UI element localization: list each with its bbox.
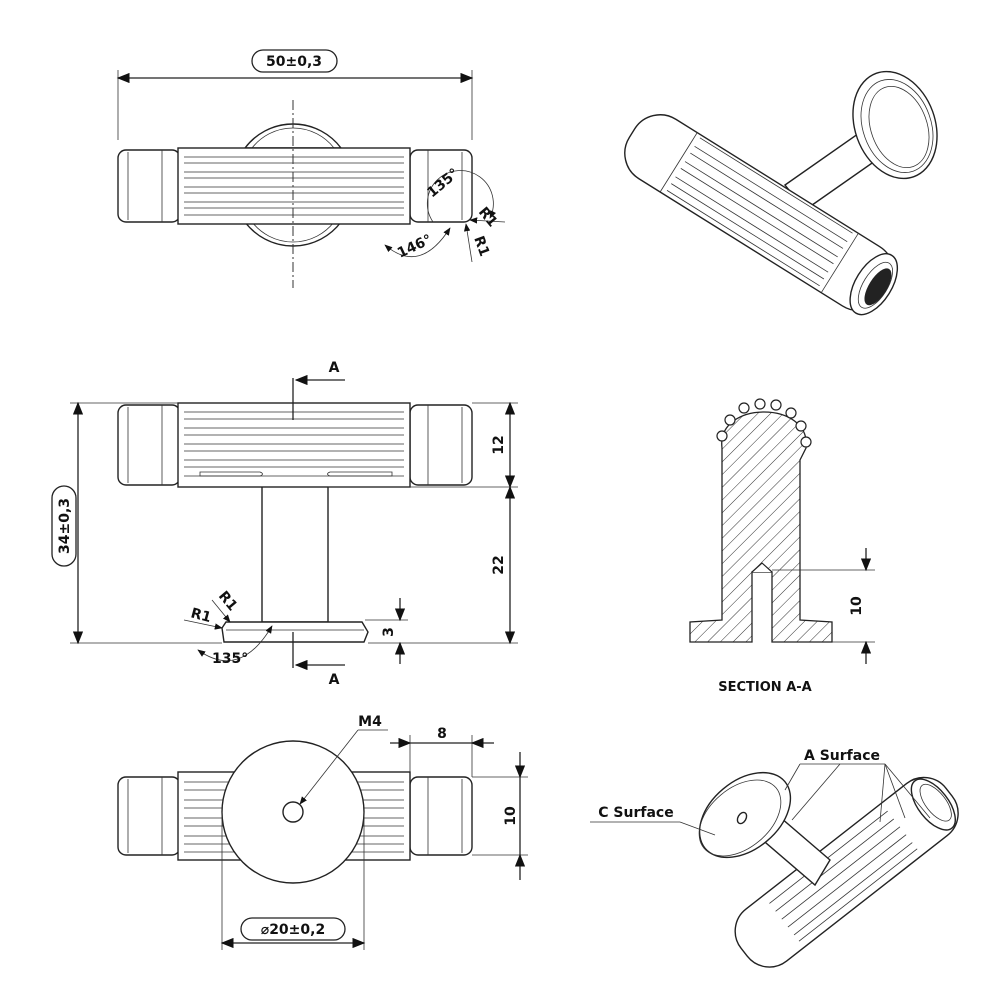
section-mark-bottom: A [329,672,340,688]
radius-r1-c: R1 [215,588,240,614]
section-mark-top: A [329,360,340,376]
c-surface-label: C Surface [598,805,673,821]
iso-view-bottom: A Surface C Surface [590,748,959,968]
angle-135-front: 135° [212,651,248,667]
top-view: 50±0,3 135° 146° R1 R1 [116,49,506,288]
thread-label: M4 [358,714,382,730]
radius-r1-b: R1 [470,234,492,259]
width-dimension: 50±0,3 [266,54,322,70]
end-length-8: 8 [437,726,447,742]
section-view: 10 SECTION A-A [689,398,875,695]
stem-dimension-22: 22 [491,555,507,574]
grip-fluted [177,147,411,225]
grip-dimension-12: 12 [491,435,507,454]
grip-dimension-10: 10 [503,806,519,826]
stem [261,479,329,623]
bottom-view: M4 8 10 ⌀20±0,2 [117,714,528,950]
section-title: SECTION A-A [718,680,811,695]
height-dimension: 34±0,3 [57,498,73,554]
grip-end-left [117,149,181,223]
radius-r1-d: R1 [189,605,213,626]
radius-r1-a: R1 [475,204,500,230]
a-surface-label: A Surface [804,748,880,764]
front-view: A A 34±0,3 12 22 3 R1 R1 135° [51,360,518,688]
hole-depth-10: 10 [849,596,865,616]
iso-view-top [624,70,938,316]
angle-146: 146° [395,232,435,262]
diameter-dimension: ⌀20±0,2 [261,922,325,938]
threaded-hole [282,801,304,823]
base [221,621,369,643]
base-dimension-3: 3 [381,627,397,637]
